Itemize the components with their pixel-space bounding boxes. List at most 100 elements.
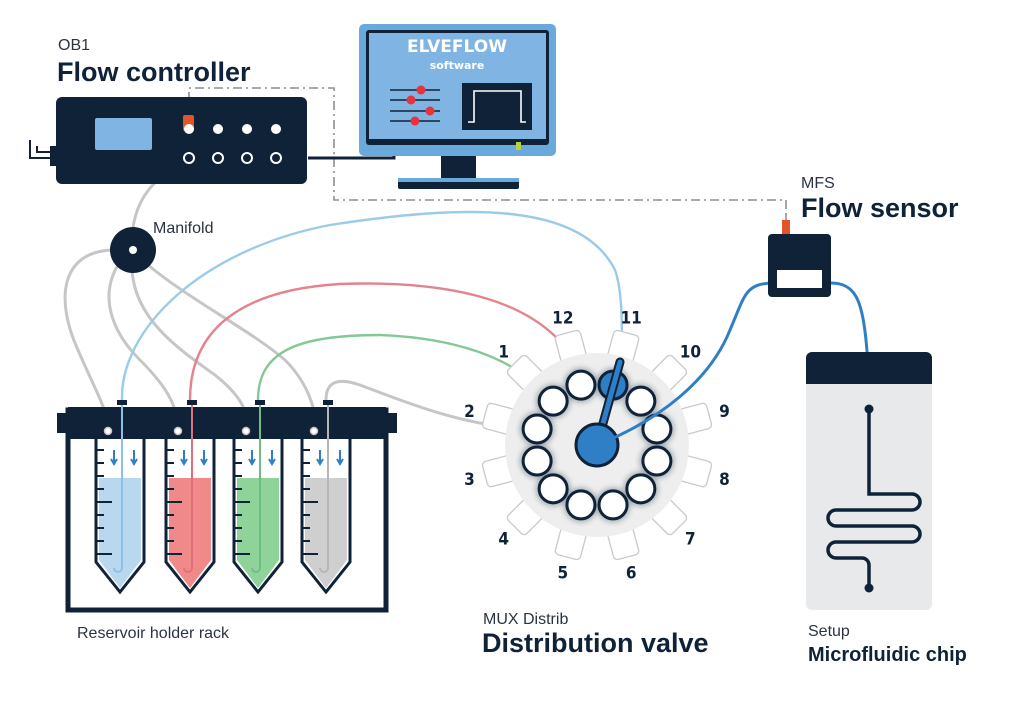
down-arrow-icon	[248, 450, 256, 466]
tube-red-port12	[188, 282, 577, 402]
port-number-label: 7	[685, 529, 696, 549]
chip-channel	[826, 410, 922, 588]
controller-knob	[242, 124, 252, 134]
controller-knob	[213, 124, 223, 134]
valve-model-label: MUX Distrib	[483, 611, 568, 628]
controller-knob	[271, 124, 281, 134]
flow-sensor	[768, 214, 831, 297]
valve-port	[641, 445, 673, 477]
port-number-label: 10	[680, 343, 701, 363]
pulse-wave-icon	[468, 90, 526, 123]
valve-port	[521, 413, 553, 445]
controller-outlet	[212, 152, 224, 164]
tube-manifold-res1	[63, 248, 117, 432]
rack-label: Reservoir holder rack	[77, 625, 230, 642]
port-number-label: 12	[552, 308, 573, 328]
tube-valve-sensor	[596, 281, 771, 447]
pressure-inlet	[173, 426, 183, 436]
pressure-tubing	[63, 156, 522, 432]
tube-manifold-res2	[107, 263, 180, 432]
tube-cap	[323, 400, 333, 405]
fluid-level	[237, 478, 279, 588]
valve-port	[597, 489, 629, 521]
reservoir-rack	[57, 400, 397, 613]
valve-port	[537, 385, 569, 417]
chip-model-label: Setup	[808, 623, 850, 640]
port-number-label: 2	[464, 402, 475, 422]
tube-res4-port2	[324, 379, 522, 430]
port-number-label: 5	[558, 564, 569, 584]
dip-tube	[251, 400, 261, 573]
valve-title-label: Distribution valve	[482, 628, 709, 658]
flow-controller	[29, 97, 307, 184]
down-arrow-icon	[336, 450, 344, 466]
chip-header	[806, 352, 932, 384]
fluid-level	[305, 478, 347, 588]
manifold	[110, 227, 156, 273]
tube-cap	[117, 400, 127, 405]
monitor-stand	[441, 156, 476, 182]
port-number-label: 4	[498, 529, 509, 549]
valve-port	[565, 369, 597, 401]
sensor-title-label: Flow sensor	[801, 193, 959, 223]
dip-tube	[319, 400, 329, 573]
rack-top-bar	[68, 407, 386, 439]
sensor-model-label: MFS	[801, 175, 835, 192]
port-number-label: 9	[719, 402, 730, 422]
sensor-display	[777, 270, 822, 288]
pressure-inlet	[241, 426, 251, 436]
computer-monitor: ELVEFLOW software	[359, 24, 556, 189]
reservoir-green	[232, 400, 284, 595]
controller-display	[95, 118, 152, 150]
valve-port	[521, 445, 553, 477]
down-arrow-icon	[130, 450, 138, 466]
pressure-inlet	[103, 426, 113, 436]
dip-tube	[183, 400, 193, 573]
tube-outline	[94, 439, 146, 595]
port-number-label: 1	[498, 343, 509, 363]
manifold-label: Manifold	[153, 220, 213, 237]
chip-inlet	[864, 404, 874, 414]
software-subtitle: software	[430, 59, 485, 72]
down-arrow-icon	[200, 450, 208, 466]
reservoir-red	[164, 400, 216, 595]
down-arrow-icon	[316, 450, 324, 466]
tube-outline	[232, 439, 284, 595]
controller-body	[56, 97, 307, 184]
port-number-label: 6	[626, 564, 637, 584]
tube-cap	[255, 400, 265, 405]
fluid-level	[169, 478, 211, 588]
sensor-connector	[782, 220, 790, 234]
power-led	[516, 142, 521, 150]
dip-tube	[113, 400, 123, 573]
controller-outlet	[183, 152, 195, 164]
microfluidic-chip	[806, 352, 932, 610]
port-number-label: 11	[621, 308, 642, 328]
controller-model-label: OB1	[58, 37, 90, 54]
port-number-label: 3	[464, 470, 475, 490]
down-arrow-icon	[268, 450, 276, 466]
tube-outline	[300, 439, 352, 595]
controller-outlet	[270, 152, 282, 164]
power-cable-icon	[29, 140, 55, 159]
comm-line-controller-sensor	[188, 87, 787, 214]
reservoir-gray	[300, 400, 352, 595]
valve-port	[537, 473, 569, 505]
tube-outline	[164, 439, 216, 595]
valve-port	[625, 473, 657, 505]
reservoir-blue	[94, 400, 146, 595]
fluid-tubing	[120, 210, 624, 402]
down-arrow-icon	[180, 450, 188, 466]
tube-cap	[187, 400, 197, 405]
valve-port	[565, 489, 597, 521]
controller-outlet	[241, 152, 253, 164]
software-brand: ELVEFLOW	[407, 37, 507, 57]
valve-port	[625, 385, 657, 417]
pressure-inlet	[309, 426, 319, 436]
controller-title-label: Flow controller	[57, 57, 251, 87]
chip-title-label: Microfluidic chip	[808, 644, 967, 666]
communication-lines	[188, 87, 787, 214]
down-arrow-icon	[110, 450, 118, 466]
